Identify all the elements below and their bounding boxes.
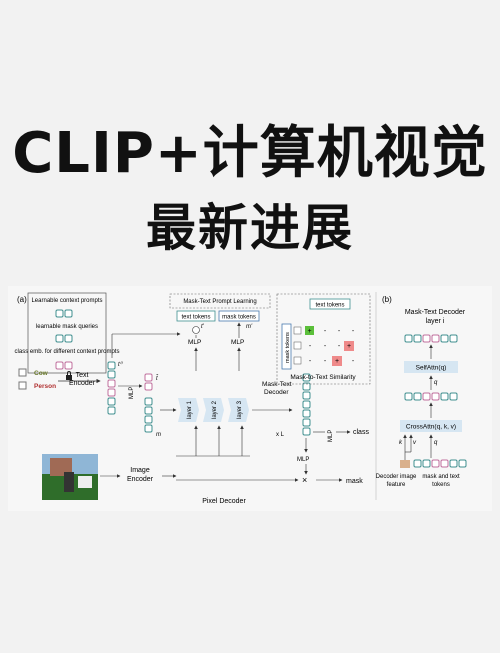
mlp-mask: MLP bbox=[297, 457, 309, 463]
layer-1: layer 1 bbox=[187, 400, 193, 419]
svg-text:-: - bbox=[309, 358, 312, 365]
sim-text-tokens: text tokens bbox=[315, 303, 344, 309]
similarity-label: Mask-to-Text Similarity bbox=[290, 374, 356, 381]
panel-b-title: Mask-Text Decoder bbox=[405, 309, 466, 316]
svg-text:-: - bbox=[324, 328, 327, 335]
mask-text-tokens-label-2: tokens bbox=[432, 482, 450, 488]
legend-class-label: class emb. for different context prompts bbox=[15, 349, 120, 355]
pixel-decoder-label: Pixel Decoder bbox=[202, 498, 246, 505]
image-encoder-label: Image bbox=[130, 467, 150, 474]
panel-b-tokens-bottom bbox=[413, 459, 467, 468]
panel-b-label: (b) bbox=[382, 295, 392, 304]
panel-a-label: (a) bbox=[17, 295, 27, 304]
add-op-icon bbox=[192, 326, 200, 334]
legend-box: Learnable context prompts learnable mask… bbox=[15, 292, 120, 374]
panel-b-title-2: layer i bbox=[426, 318, 445, 325]
prompt-learning-title: Mask-Text Prompt Learning bbox=[183, 299, 256, 305]
q-label-bottom: q bbox=[434, 440, 438, 446]
class-cow: Cow bbox=[34, 370, 49, 377]
decoder-layers bbox=[178, 398, 249, 422]
t-prime-label: t' bbox=[201, 324, 205, 330]
mask-output: mask bbox=[346, 478, 363, 485]
multiply-icon: × bbox=[302, 475, 307, 485]
mlp-mid-2: MLP bbox=[231, 339, 244, 346]
text-encoder-label: Text bbox=[76, 372, 89, 379]
title-line-2: 最新进展 bbox=[146, 199, 354, 257]
v-label: v bbox=[413, 440, 417, 446]
mask-tokens-box: mask tokens bbox=[222, 315, 256, 321]
svg-text:+: + bbox=[307, 328, 311, 335]
layer-3: layer 3 bbox=[237, 400, 243, 419]
svg-text:-: - bbox=[352, 358, 355, 365]
m-label: m bbox=[156, 432, 161, 438]
k-label: k bbox=[399, 440, 403, 446]
panel-b-tokens-mid bbox=[404, 392, 458, 401]
svg-text:-: - bbox=[352, 328, 355, 335]
svg-text:+: + bbox=[347, 343, 351, 350]
mlp-mid-1: MLP bbox=[188, 339, 201, 346]
svg-text:-: - bbox=[338, 343, 341, 350]
m-prime-label: m' bbox=[246, 324, 253, 330]
mask-text-tokens-label: mask and text bbox=[422, 474, 460, 480]
sim-mask-tokens: mask tokens bbox=[285, 332, 291, 363]
self-attn-block: SelfAttn(q) bbox=[416, 365, 447, 372]
decoder-feature-label: Decoder image bbox=[376, 474, 417, 480]
svg-text:-: - bbox=[309, 343, 312, 350]
title-line-1: CLIP+计算机视觉 bbox=[12, 121, 488, 186]
class-person: Person bbox=[34, 383, 56, 390]
t-hat-label: t̂ bbox=[156, 375, 158, 382]
mlp-class: MLP bbox=[328, 430, 334, 442]
mlp-left: MLP bbox=[129, 387, 135, 399]
token-column-out bbox=[302, 373, 311, 436]
svg-text:+: + bbox=[335, 358, 339, 365]
legend-context-label: Learnable context prompts bbox=[31, 298, 102, 304]
layer-2: layer 2 bbox=[212, 400, 218, 419]
lock-icon bbox=[66, 371, 72, 380]
token-column-t-hat bbox=[144, 373, 153, 433]
similarity-matrix: + - - - - - - + - - + - bbox=[293, 326, 355, 366]
t0-label: t⁰ bbox=[118, 361, 124, 368]
xl-label: x L bbox=[276, 432, 285, 438]
input-image bbox=[42, 454, 98, 500]
decoder-title: Mask-Text bbox=[262, 381, 292, 388]
decoder-title-2: Decoder bbox=[264, 389, 289, 396]
text-encoder-label-2: Encoder bbox=[69, 380, 96, 387]
decoder-feature-block bbox=[400, 460, 410, 468]
panel-b-tokens-top bbox=[404, 334, 458, 343]
cross-attn-block: CrossAttn(q, k, v) bbox=[406, 424, 456, 431]
q-label-top: q bbox=[434, 380, 438, 386]
text-tokens-box: text tokens bbox=[181, 315, 210, 321]
token-column-t0 bbox=[107, 361, 116, 415]
svg-text:-: - bbox=[324, 343, 327, 350]
decoder-feature-label-2: feature bbox=[387, 482, 406, 488]
architecture-diagram: (a) Learnable context prompts learnable … bbox=[8, 286, 492, 511]
class-output: class bbox=[353, 429, 369, 436]
svg-text:-: - bbox=[338, 328, 341, 335]
image-encoder-label-2: Encoder bbox=[127, 476, 154, 483]
legend-mask-label: learnable mask queries bbox=[36, 324, 98, 330]
svg-text:-: - bbox=[324, 358, 327, 365]
